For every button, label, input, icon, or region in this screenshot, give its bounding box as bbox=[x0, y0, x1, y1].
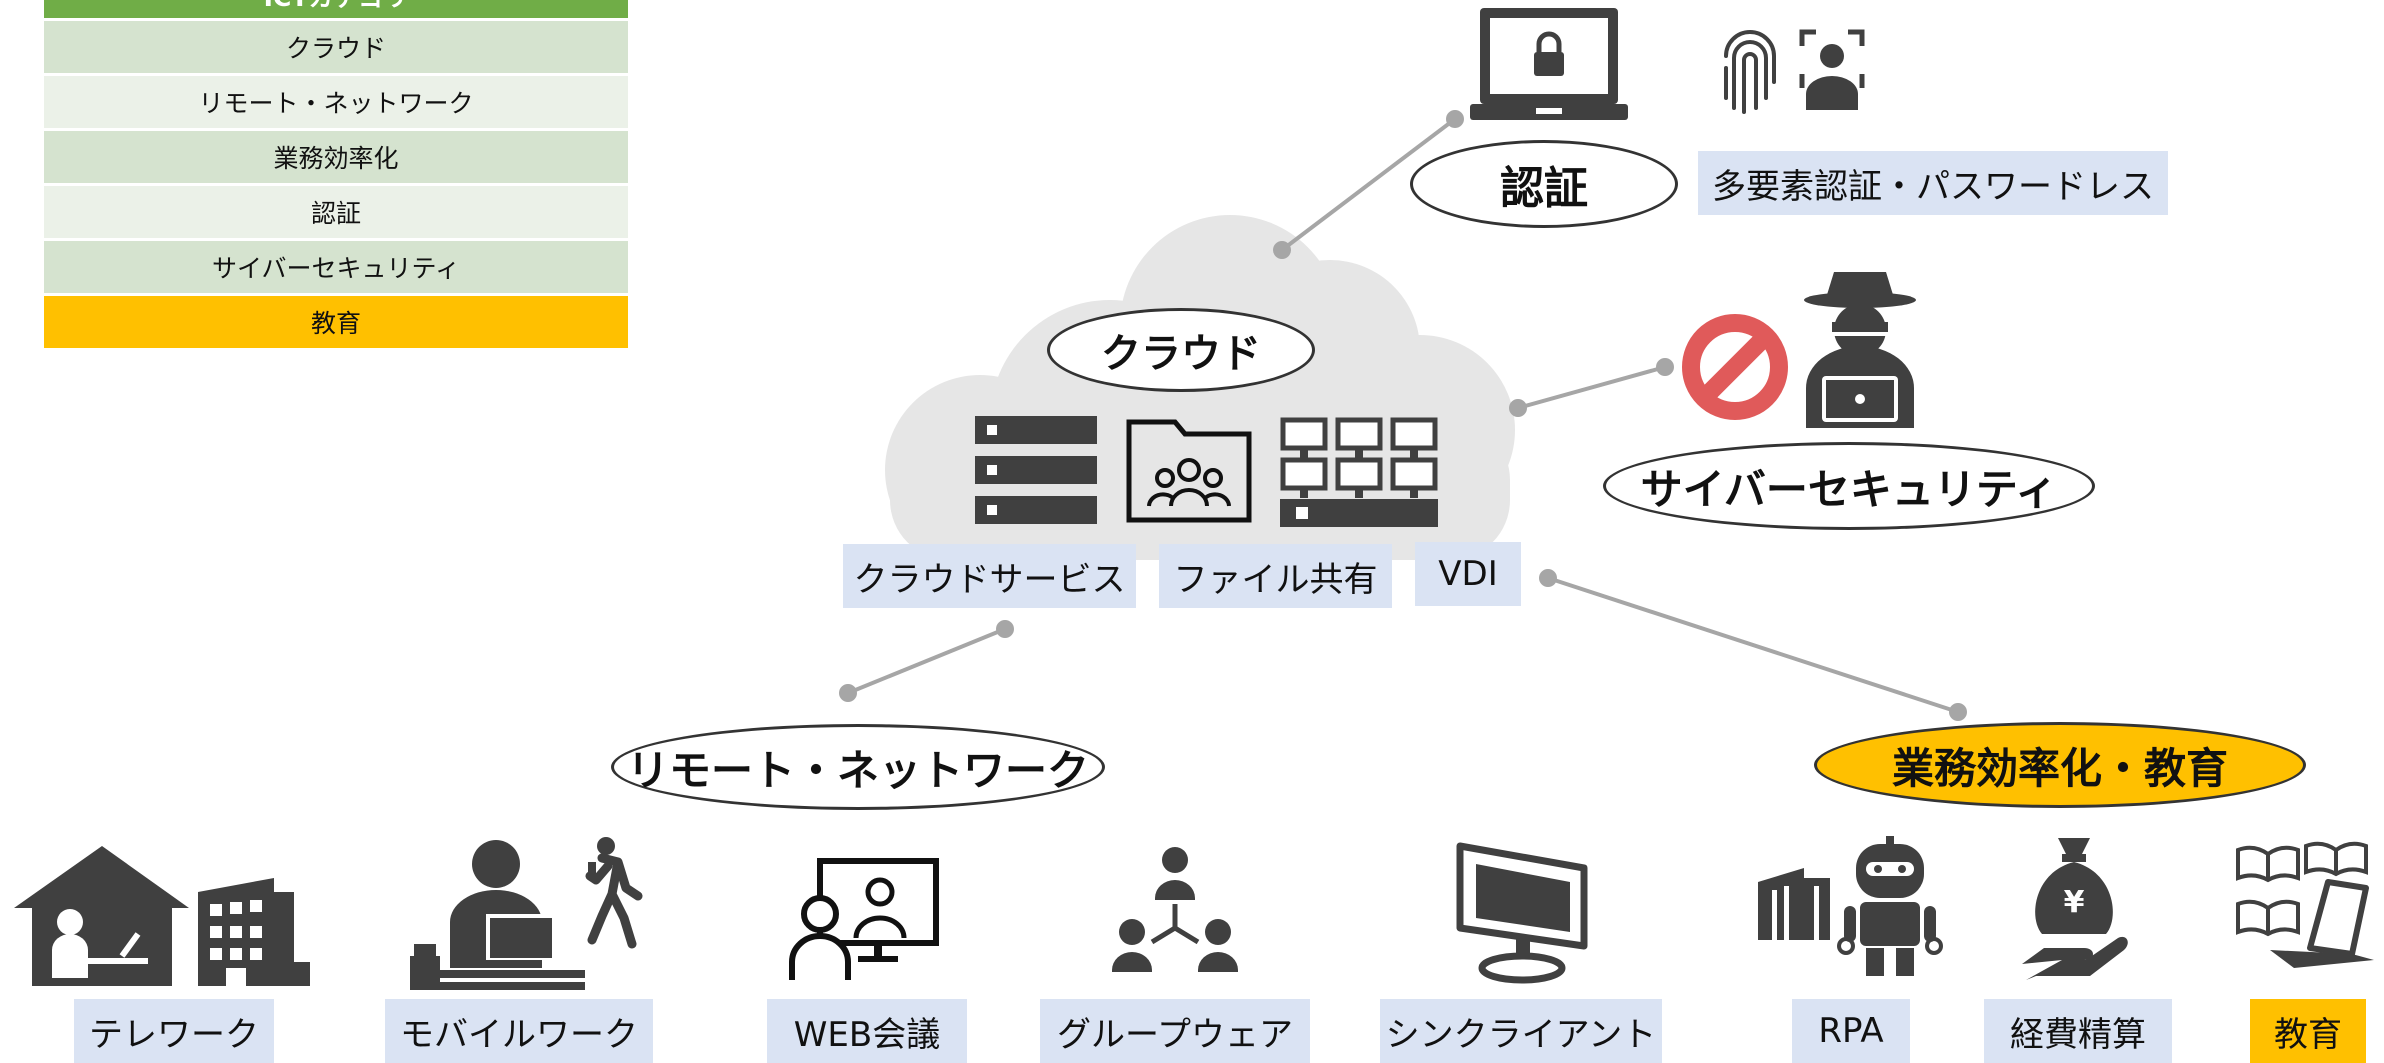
expense-tag: 経費精算 bbox=[1984, 999, 2172, 1063]
mobile-worker-icon bbox=[410, 840, 585, 990]
shared-folder-icon bbox=[1126, 419, 1252, 523]
category-auth-oval: 認証 bbox=[1410, 140, 1678, 228]
connectors bbox=[839, 110, 1967, 721]
fingerprint-icon bbox=[1724, 30, 1776, 114]
education-tag: 教育 bbox=[2250, 999, 2366, 1063]
server-stack-icon bbox=[975, 416, 1097, 524]
laptop-lock-icon bbox=[1470, 8, 1628, 120]
category-cyber-security-oval: サイバーセキュリティ bbox=[1603, 442, 2095, 530]
rpa-tag: RPA bbox=[1792, 999, 1910, 1063]
telework-tag: テレワーク bbox=[74, 999, 274, 1063]
web-meeting-icon bbox=[789, 858, 939, 980]
legend-header: ICTカテゴリ bbox=[44, 0, 628, 18]
robot-icon bbox=[1837, 836, 1943, 976]
legend-item-education: 教育 bbox=[44, 296, 628, 348]
office-building-icon bbox=[198, 878, 310, 986]
books-laptop-icon bbox=[2236, 841, 2374, 968]
vdi-monitors-icon bbox=[1280, 417, 1438, 527]
ict-category-legend: ICTカテゴリ クラウド リモート・ネットワーク 業務効率化 認証 サイバーセキ… bbox=[44, 0, 628, 351]
category-remote-network-label: リモート・ネットワーク bbox=[626, 745, 1089, 795]
groupware-tag: グループウェア bbox=[1040, 999, 1310, 1063]
home-work-icon bbox=[14, 846, 189, 986]
money-bag-hand-icon: ¥ bbox=[2022, 838, 2128, 980]
category-efficiency-education-oval: 業務効率化・教育 bbox=[1814, 722, 2306, 808]
file-share-tag: ファイル共有 bbox=[1159, 544, 1392, 608]
mfa-passwordless-tag: 多要素認証・パスワードレス bbox=[1698, 151, 2168, 215]
mobile-work-tag: モバイルワーク bbox=[385, 999, 653, 1063]
web-meeting-tag: WEB会議 bbox=[767, 999, 967, 1063]
vdi-tag: VDI bbox=[1415, 542, 1521, 606]
legend-item-auth: 認証 bbox=[44, 186, 628, 238]
warehouse-icon bbox=[1758, 868, 1830, 940]
category-auth-label: 認証 bbox=[1500, 163, 1588, 214]
legend-item-remote-network: リモート・ネットワーク bbox=[44, 76, 628, 128]
prohibited-icon bbox=[1682, 314, 1788, 420]
category-remote-network-oval: リモート・ネットワーク bbox=[611, 724, 1105, 810]
hacker-icon bbox=[1804, 272, 1916, 428]
category-cloud-label: クラウド bbox=[1101, 331, 1261, 377]
legend-item-efficiency: 業務効率化 bbox=[44, 131, 628, 183]
cloud-service-tag: クラウドサービス bbox=[843, 544, 1136, 608]
group-network-icon bbox=[1112, 847, 1238, 972]
legend-item-cyber-security: サイバーセキュリティ bbox=[44, 241, 628, 293]
category-efficiency-education-label: 業務効率化・教育 bbox=[1891, 743, 2228, 793]
thin-client-icon bbox=[1456, 842, 1588, 984]
walking-phone-icon bbox=[585, 837, 643, 949]
face-scan-icon bbox=[1799, 29, 1865, 110]
thin-client-tag: シンクライアント bbox=[1380, 999, 1662, 1063]
category-cyber-security-label: サイバーセキュリティ bbox=[1640, 464, 2058, 514]
svg-text:¥: ¥ bbox=[2064, 885, 2085, 920]
category-cloud-oval: クラウド bbox=[1047, 308, 1315, 392]
legend-item-cloud: クラウド bbox=[44, 21, 628, 73]
